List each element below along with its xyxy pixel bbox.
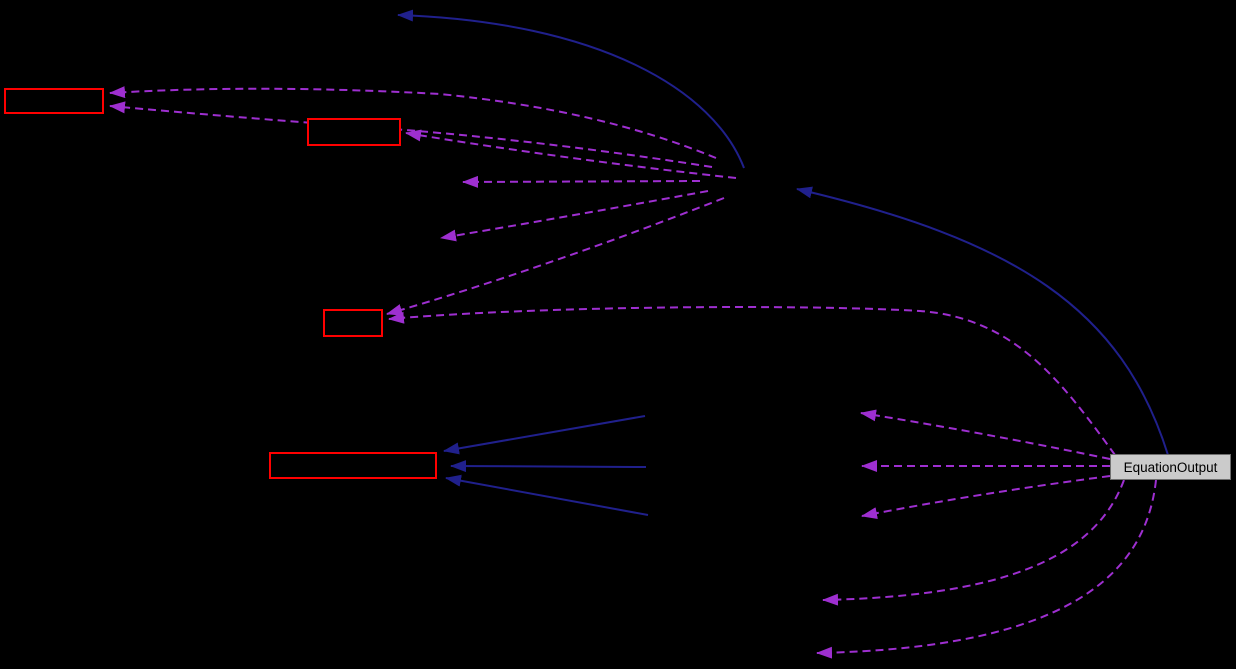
node-box-2[interactable] — [307, 118, 401, 146]
edge-solid-hub-to-hidden-top — [397, 9, 745, 169]
node-box-4[interactable] — [269, 452, 437, 479]
edge-dashed-hub-to-node3 — [386, 197, 725, 316]
edge-solid-equationoutput-to-hub — [796, 186, 1169, 456]
edge-dashed-equationoutput-to-hidden-right-3 — [861, 475, 1111, 520]
edge-dashed-equationoutput-to-node3 — [388, 306, 1116, 456]
edge-dashed-hub-to-hidden-mid-1 — [462, 175, 701, 188]
edge-dashed-hub-to-node1-bottom — [109, 101, 713, 168]
edge-dashed-equationoutput-to-hidden-right-1 — [860, 409, 1111, 460]
edge-dashed-equationoutput-to-hidden-bottom-1 — [822, 479, 1125, 606]
edge-dashed-hub-to-node1-top — [109, 86, 717, 159]
edge-dashed-hub-to-node2 — [405, 129, 737, 179]
edge-solid-hidden-src-2-to-node4 — [450, 460, 647, 473]
edge-dashed-hub-to-hidden-mid-2 — [440, 190, 709, 242]
edge-dashed-equationoutput-to-hidden-bottom-2 — [816, 479, 1157, 659]
node-box-3[interactable] — [323, 309, 383, 337]
node-equation-output[interactable]: EquationOutput — [1110, 454, 1231, 480]
node-equation-output-label: EquationOutput — [1123, 459, 1218, 475]
edge-solid-hidden-src-1-to-node4 — [443, 415, 646, 455]
edge-solid-hidden-src-3-to-node4 — [445, 474, 649, 516]
node-box-1[interactable] — [4, 88, 104, 114]
